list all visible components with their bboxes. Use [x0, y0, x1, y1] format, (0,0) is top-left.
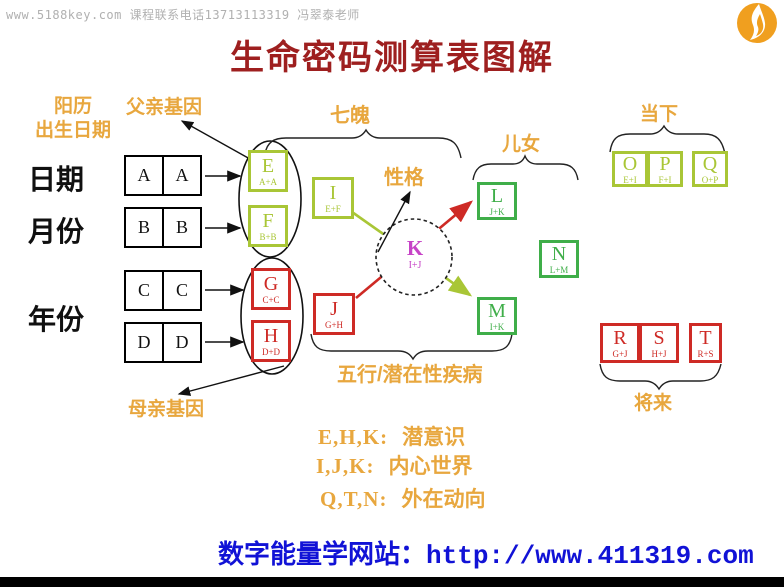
- solar-label-line1: 阳历: [53, 96, 92, 117]
- mother-gene-label: 母亲基因: [128, 399, 205, 420]
- input-cell-b2: B: [162, 209, 200, 246]
- legend-row-outer-moves: Q,T,N: 外在动向: [320, 483, 485, 513]
- node-M-letter: M: [488, 299, 506, 322]
- node-T-formula: R+S: [697, 348, 714, 359]
- arrow-to-mother-gene: [177, 365, 285, 396]
- node-L: L J+K: [477, 182, 517, 220]
- solar-birthdate-label: 阳历 出生日期: [22, 95, 124, 143]
- node-I-letter: I: [329, 181, 337, 204]
- legend-text: 外在动向: [401, 487, 486, 511]
- node-Q-letter: Q: [702, 152, 718, 175]
- node-P-formula: F+I: [658, 174, 672, 185]
- legend-row-inner-world: I,J,K: 内心世界: [316, 450, 473, 480]
- node-P: P F+I: [647, 151, 683, 187]
- future-label: 将来: [634, 393, 673, 414]
- node-E: E A+A: [248, 150, 288, 192]
- personality-label: 性格: [384, 167, 424, 189]
- node-O-formula: E+I: [623, 174, 637, 185]
- node-E-formula: A+A: [258, 176, 278, 187]
- node-G-letter: G: [263, 272, 279, 295]
- input-pair-year1: C C: [124, 270, 202, 311]
- brace-present: [609, 124, 726, 155]
- node-P-letter: P: [659, 152, 671, 175]
- node-I-formula: E+F: [325, 203, 341, 214]
- input-cell-a1: A: [137, 165, 151, 185]
- node-N-letter: N: [551, 242, 567, 265]
- node-I: I E+F: [312, 177, 354, 219]
- node-N-formula: L+M: [549, 264, 569, 275]
- node-S-formula: H+J: [651, 348, 667, 359]
- legend-text: 内心世界: [388, 454, 473, 478]
- site-name-label: 数字能量学网站：: [218, 539, 427, 569]
- node-F-formula: B+B: [259, 231, 277, 242]
- node-R-letter: R: [613, 326, 627, 349]
- node-O: O E+I: [612, 151, 648, 187]
- node-L-letter: L: [490, 184, 504, 207]
- brace-children: [472, 154, 579, 181]
- input-pair-year2: D D: [124, 322, 202, 363]
- month-label: 月份: [28, 216, 85, 247]
- node-H-letter: H: [263, 324, 279, 347]
- logo-icon: [737, 3, 777, 43]
- input-cell-d1: D: [137, 332, 151, 352]
- node-R-formula: G+J: [612, 348, 628, 359]
- year-label: 年份: [28, 304, 85, 335]
- node-F: F B+B: [248, 205, 288, 247]
- node-S-letter: S: [653, 326, 665, 349]
- present-label: 当下: [640, 104, 679, 125]
- node-L-formula: J+K: [489, 206, 505, 217]
- node-J-formula: G+H: [324, 319, 344, 330]
- node-H-formula: D+D: [261, 346, 281, 357]
- brace-seven-po: [264, 128, 462, 159]
- input-cell-b1: B: [137, 217, 150, 237]
- solar-label-line2: 出生日期: [34, 120, 111, 141]
- node-S: S H+J: [639, 323, 679, 363]
- legend-text: 潜意识: [402, 425, 466, 449]
- footer-site-line: 数字能量学网站：http://www.411319.com: [218, 534, 754, 571]
- seven-po-label: 七魄: [330, 105, 370, 127]
- node-G: G C+C: [251, 268, 291, 310]
- legend-keys: E,H,K:: [318, 425, 389, 449]
- bottom-black-bar: [0, 577, 784, 587]
- input-cell-a2: A: [162, 157, 200, 194]
- children-label: 儿女: [502, 134, 541, 155]
- node-K-letter: K: [406, 236, 424, 260]
- date-label: 日期: [28, 164, 85, 195]
- five-elements-label: 五行/潜在性疾病: [337, 364, 483, 386]
- watermark-text: www.5188key.com 课程联系电话13713113319 冯翠泰老师: [6, 8, 360, 22]
- legend-keys: I,J,K:: [316, 454, 375, 478]
- brace-future: [599, 363, 722, 391]
- node-J-letter: J: [330, 297, 338, 320]
- node-T-letter: T: [699, 326, 712, 349]
- input-pair-month: B B: [124, 207, 202, 248]
- node-G-formula: C+C: [262, 294, 280, 305]
- legend-row-subconscious: E,H,K: 潜意识: [318, 421, 465, 451]
- input-pair-day: A A: [124, 155, 202, 196]
- node-H: H D+D: [251, 320, 291, 362]
- legend-keys: Q,T,N:: [320, 487, 388, 511]
- input-cell-c1: C: [137, 280, 150, 300]
- father-gene-label: 父亲基因: [126, 97, 203, 118]
- node-E-letter: E: [261, 154, 275, 177]
- site-url-link[interactable]: http://www.411319.com: [426, 541, 754, 571]
- node-O-letter: O: [622, 152, 638, 175]
- input-cell-d2: D: [162, 324, 200, 361]
- node-M: M I+K: [477, 297, 517, 335]
- node-Q-formula: O+P: [701, 174, 719, 185]
- node-K-formula: I+J: [408, 260, 422, 271]
- node-N: N L+M: [539, 240, 579, 278]
- node-K: K I+J: [389, 238, 441, 272]
- node-M-formula: I+K: [489, 321, 505, 332]
- input-cell-c2: C: [162, 272, 200, 309]
- node-J: J G+H: [313, 293, 355, 335]
- node-F-letter: F: [262, 209, 274, 232]
- page-title: 生命密码测算表图解: [230, 40, 554, 77]
- node-R: R G+J: [600, 323, 640, 363]
- node-Q: Q O+P: [692, 151, 728, 187]
- node-T: T R+S: [689, 323, 722, 363]
- brace-five-elements: [310, 333, 513, 361]
